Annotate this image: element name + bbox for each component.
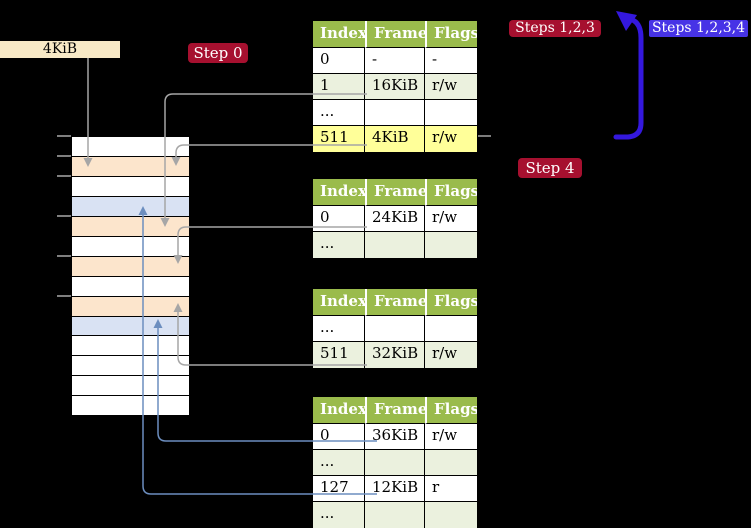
table-row: ... [313, 450, 477, 476]
step0-badge: Step 0 [188, 43, 248, 63]
memory-row [71, 316, 190, 336]
table-cell: 24KiB [365, 206, 425, 232]
table-row: ... [313, 502, 477, 528]
memory-row [71, 296, 190, 317]
table-header-cell: Flags [425, 21, 477, 48]
table-cell [365, 232, 425, 258]
table-cell [365, 100, 425, 126]
table-header-cell: Flags [425, 397, 477, 424]
table-header-cell: Frame [365, 289, 425, 316]
table-cell: r/w [425, 342, 477, 368]
table-cell: 0 [313, 48, 365, 74]
memory-tick [57, 135, 71, 137]
table-cell: - [365, 48, 425, 74]
table-header-cell: Frame [365, 21, 425, 48]
memory-tick [57, 255, 71, 257]
memory-row [71, 216, 190, 237]
memory-row [71, 335, 190, 356]
table-cell: r/w [425, 424, 477, 450]
table-header-cell: Index [313, 179, 365, 206]
table-cell [425, 450, 477, 476]
memory-row [71, 136, 190, 157]
step4-badge: Step 4 [518, 158, 582, 178]
table-cell: ... [313, 502, 365, 528]
table-cell: ... [313, 232, 365, 258]
table-cell [425, 232, 477, 258]
recursive-loop-arrow [613, 16, 644, 140]
table-header-cell: Flags [425, 179, 477, 206]
table-header-cell: Flags [425, 289, 477, 316]
table-cell: 511 [313, 342, 365, 368]
table-cell: 4KiB [365, 126, 425, 152]
table-header-cell: Index [313, 289, 365, 316]
steps123-badge: Steps 1,2,3 [509, 20, 601, 37]
table-row: 0-- [313, 48, 477, 74]
memory-tick [57, 295, 71, 297]
table-cell: ... [313, 100, 365, 126]
table-cell: r [425, 476, 477, 502]
table-cell: r/w [425, 74, 477, 100]
table-cell: ... [313, 450, 365, 476]
memory-row [71, 355, 190, 376]
table-cell: r/w [425, 126, 477, 152]
memory-tick [57, 175, 71, 177]
table-cell [425, 100, 477, 126]
table-cell: 0 [313, 424, 365, 450]
table-cell: ... [313, 316, 365, 342]
table-cell: 16KiB [365, 74, 425, 100]
memory-row [71, 395, 190, 416]
memory-row [71, 276, 190, 297]
steps1234-badge: Steps 1,2,3,4 [649, 20, 748, 37]
memory-row [71, 375, 190, 396]
table-cell: - [425, 48, 477, 74]
table-cell [365, 450, 425, 476]
table-cell [365, 502, 425, 528]
table-cell: 1 [313, 74, 365, 100]
frame-size-label: 4KiB [0, 41, 120, 58]
memory-row [71, 236, 190, 257]
memory-row [71, 196, 190, 217]
table-cell: 511 [313, 126, 365, 152]
table-cell: r/w [425, 206, 477, 232]
table-cell [425, 316, 477, 342]
memory-row [71, 256, 190, 277]
table-header-cell: Index [313, 21, 365, 48]
recursive-loop-arrowhead-icon [616, 11, 637, 31]
table-cell: 127 [313, 476, 365, 502]
table-row: ... [313, 316, 477, 342]
table-cell: 12KiB [365, 476, 425, 502]
table-cell: 0 [313, 206, 365, 232]
table-row: ... [313, 100, 477, 126]
table-header-cell: Frame [365, 397, 425, 424]
memory-tick [57, 155, 71, 157]
memory-row [71, 156, 190, 177]
table-header-cell: Frame [365, 179, 425, 206]
table-cell [365, 316, 425, 342]
memory-tick [57, 215, 71, 217]
table-cell: 36KiB [365, 424, 425, 450]
memory-row [71, 176, 190, 197]
table-header-cell: Index [313, 397, 365, 424]
table-cell: 32KiB [365, 342, 425, 368]
table-row: ... [313, 232, 477, 258]
table-cell [425, 502, 477, 528]
